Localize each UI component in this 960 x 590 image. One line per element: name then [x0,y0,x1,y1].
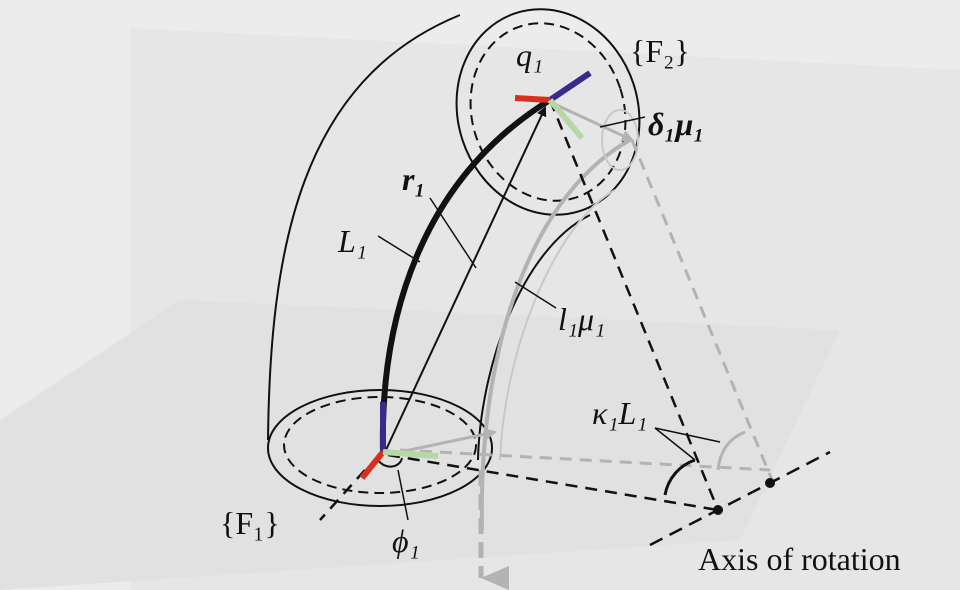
phi-leader [397,469,409,521]
gray-dashed-base [399,448,771,472]
phi-arc [377,457,403,468]
tendon-path-gray-inner [499,189,616,461]
black-dashed-base-to-axis [387,453,719,512]
chord-vector-r [384,106,547,453]
label-q: q₁ [516,37,543,73]
L-leader [377,235,421,263]
label-r: r₁ [402,161,426,197]
angle-arc-black [663,458,696,496]
tendon-tip-ghost [601,109,639,171]
label-phi: ϕ₁ [392,523,420,559]
tip-outer-ellipse [455,8,641,216]
delta-gray-arrow [549,100,634,142]
tip-frame-green-axis [547,98,585,140]
tendon-path-gray [479,138,631,531]
tip-frame-blue-axis [548,70,592,103]
base-frame-red-axis [359,450,386,480]
base-frame-green-axis [382,449,439,459]
backbone-curve [379,97,552,453]
base-outer-ellipse [267,389,493,507]
kappa-leader-1 [654,427,696,461]
label-l-mu: l₁μ₁ [558,301,605,337]
gray-dashed-tip-axis [630,139,774,481]
label-kappa-L: κ₁L₁ [592,395,647,431]
base-gray-arrow [399,428,497,454]
black-dashed-tip-to-axis [548,99,720,511]
kappa-leader-2 [654,427,721,443]
tube-outer-edge [267,14,461,441]
label-L: L₁ [337,223,367,259]
axis-point-2 [765,478,775,488]
angle-arc-gray [716,430,746,471]
axis-point-1 [713,505,723,515]
r-leader [429,197,477,269]
black-dashed-base-down [319,469,366,521]
base-inner-ellipse [283,396,477,494]
tip-frame-red-axis [514,95,551,103]
label-axis-of-rotation: Axis of rotation [698,541,901,577]
base-plane [0,300,840,590]
label-frame-top: {F₂} [630,33,690,69]
rotation-axis-line [649,450,831,547]
label-delta: δ₁μ₁ [648,106,705,142]
delta-leader [599,116,646,128]
label-frame-bottom: {F₁} [220,505,280,541]
tip-inner-ellipse [469,22,627,202]
l-mu-leader [514,281,557,309]
